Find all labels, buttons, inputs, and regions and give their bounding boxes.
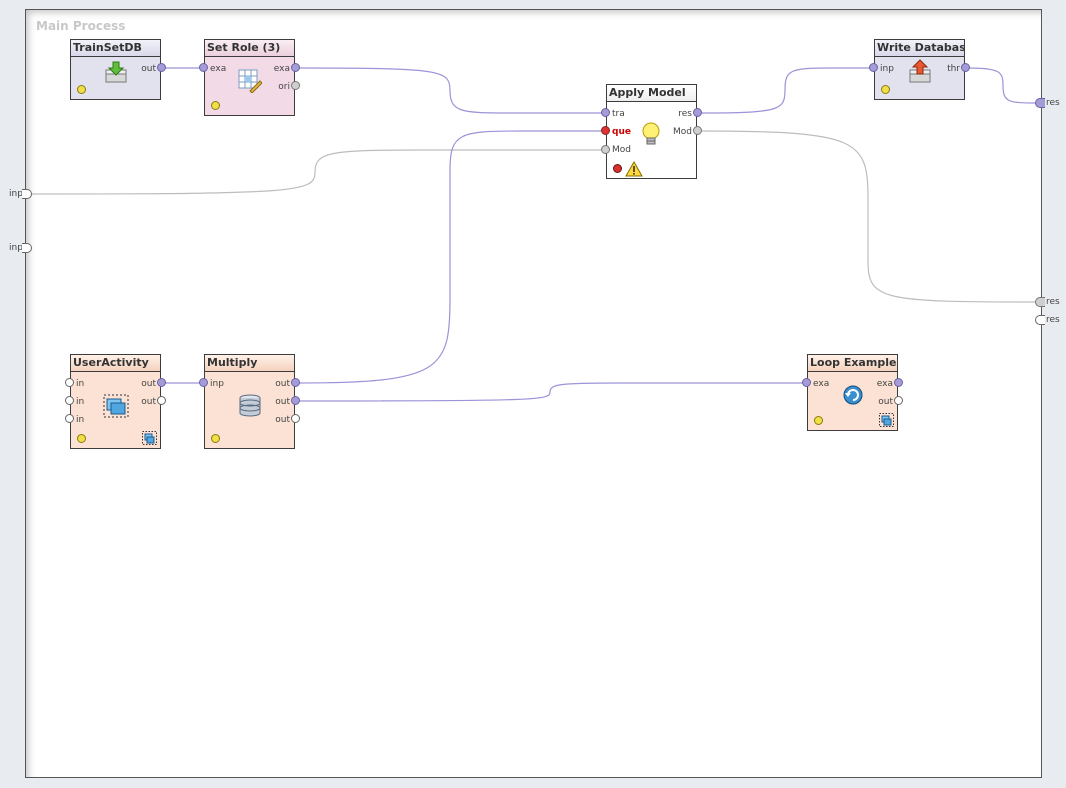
useractivity-port-in-2[interactable] [65,396,74,405]
writedb-port-thr[interactable] [961,63,970,72]
port-label-in-3: in [76,415,85,425]
port-label-res: res [678,109,692,119]
operator-title: Write Databas... [875,40,964,57]
process-output-label-3: res [1046,315,1060,325]
process-output-port-1[interactable] [1035,98,1045,108]
port-label-tra: tra [612,109,625,119]
process-input-port-1[interactable] [22,189,32,199]
port-label-in-2: in [76,397,85,407]
operator-title: TrainSetDB [71,40,160,57]
status-indicator [211,434,220,443]
database-write-icon [909,59,931,83]
port-label-out-3: out [275,415,290,425]
status-indicator [77,85,86,94]
port-label-thr: thr [947,64,960,74]
process-input-label-2: inp [9,243,23,253]
operator-title: Loop Examples [808,355,897,372]
subprocess-small-icon[interactable] [879,413,895,428]
operator-trainsetdb[interactable]: TrainSetDB out [70,39,161,100]
trainsetdb-port-out[interactable] [157,63,166,72]
process-output-port-2[interactable] [1035,297,1045,307]
port-label-out-1: out [275,379,290,389]
multiply-port-out-1[interactable] [291,378,300,387]
database-read-icon [105,61,127,83]
subprocess-icon [103,394,129,418]
setrole-port-exa-in[interactable] [199,63,208,72]
applymodel-port-tra[interactable] [601,108,610,117]
port-label-exa-in: exa [210,64,227,74]
setrole-port-ori[interactable] [291,81,300,90]
writedb-port-inp[interactable] [869,63,878,72]
useractivity-port-out-1[interactable] [157,378,166,387]
applymodel-port-mod-out[interactable] [693,126,702,135]
multiply-port-out-2[interactable] [291,396,300,405]
port-label-inp: inp [880,64,894,74]
port-label-out: out [141,64,156,74]
loopexamples-port-exa-in[interactable] [802,378,811,387]
port-label-exa-out: exa [273,64,290,74]
applymodel-port-que[interactable] [601,126,610,135]
port-label-exa-in: exa [813,379,830,389]
status-indicator [814,416,823,425]
useractivity-port-in-3[interactable] [65,414,74,423]
port-label-mod-in: Mod [612,145,631,155]
lightbulb-icon [642,122,660,145]
status-indicator [211,101,220,110]
port-label-out-2: out [141,397,156,407]
operator-set-role[interactable]: Set Role (3) exa exa ori [204,39,295,116]
multiply-stack-icon [239,394,261,417]
process-title: Main Process [36,19,126,33]
process-input-port-2[interactable] [22,243,32,253]
port-label-in-1: in [76,379,85,389]
process-output-port-3[interactable] [1035,315,1045,325]
port-label-exa-out: exa [876,379,893,389]
status-indicator-error [613,164,622,173]
subprocess-small-icon[interactable] [142,431,158,446]
applymodel-port-res[interactable] [693,108,702,117]
operator-title: Set Role (3) [205,40,294,57]
set-role-icon [238,69,262,93]
port-label-out: out [878,397,893,407]
loopexamples-port-exa-out[interactable] [894,378,903,387]
port-label-mod-out: Mod [673,127,692,137]
port-label-que: que [612,127,631,137]
status-indicator [881,85,890,94]
multiply-port-out-3[interactable] [291,414,300,423]
port-label-out-1: out [141,379,156,389]
process-output-label-1: res [1046,98,1060,108]
operator-title: Multiply [205,355,294,372]
operator-multiply[interactable]: Multiply inp out out out [204,354,295,449]
operator-write-database[interactable]: Write Databas... inp thr [874,39,965,100]
port-label-out-2: out [275,397,290,407]
warning-icon[interactable] [625,161,643,177]
operator-loop-examples[interactable]: Loop Examples exa exa out [807,354,898,431]
port-label-ori: ori [278,82,290,92]
operator-title: UserActivity [71,355,160,372]
operator-useractivity[interactable]: UserActivity in in in out out [70,354,161,449]
loopexamples-port-out[interactable] [894,396,903,405]
port-label-inp: inp [210,379,224,389]
status-indicator [77,434,86,443]
setrole-port-exa-out[interactable] [291,63,300,72]
useractivity-port-out-2[interactable] [157,396,166,405]
multiply-port-inp[interactable] [199,378,208,387]
loop-icon [843,385,863,405]
process-input-label-1: inp [9,189,23,199]
useractivity-port-in-1[interactable] [65,378,74,387]
applymodel-port-mod-in[interactable] [601,145,610,154]
operator-title: Apply Model [607,85,696,102]
process-output-label-2: res [1046,297,1060,307]
operator-apply-model[interactable]: Apply Model tra que Mod res Mod [606,84,697,179]
